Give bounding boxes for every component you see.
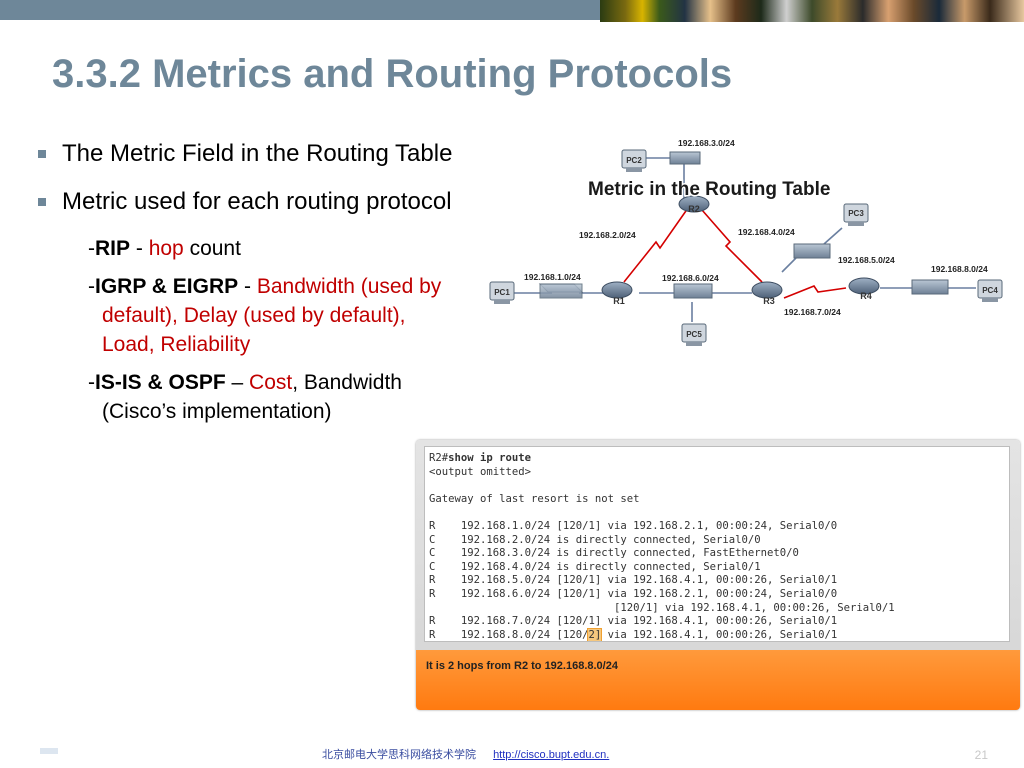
cli-line: <output omitted> — [429, 465, 532, 478]
bullet-text: Metric used for each routing protocol — [62, 188, 452, 215]
sub-item-igrp-eigrp: -IGRP & EIGRP - Bandwidth (used by defau… — [88, 275, 442, 356]
cli-output-panel: R2#show ip route <output omitted> Gatewa… — [416, 440, 1020, 710]
network-label: 192.168.6.0/24 — [662, 273, 719, 283]
route-line: R 192.168.8.0/24 [120/2] via 192.168.4.1… — [429, 627, 838, 641]
top-banner — [0, 0, 600, 20]
network-label: 192.168.8.0/24 — [931, 264, 988, 274]
r1-label: R1 — [613, 296, 625, 306]
cli-command: show ip route — [448, 452, 532, 464]
r2-label: R2 — [688, 204, 700, 214]
page-number: 21 — [974, 748, 988, 762]
switch-icon — [538, 283, 584, 299]
route-line: C 192.168.3.0/24 is directly connected, … — [429, 547, 799, 560]
sub-item-rip: -RIP - hop count — [88, 237, 241, 260]
bullet-list: The Metric Field in the Routing Table Me… — [38, 138, 458, 435]
route-line: R 192.168.1.0/24 [120/1] via 192.168.2.1… — [429, 519, 838, 532]
sub-item-isis-ospf: -IS-IS & OSPF – Cost, Bandwidth (Cisco’s… — [88, 371, 402, 423]
hop-count-highlight: 2] — [587, 627, 603, 641]
pc2-icon: PC2 — [621, 149, 647, 172]
cli-command-line: R2#show ip route — [429, 452, 532, 464]
switch-icon — [669, 151, 701, 165]
route-line: C 192.168.2.0/24 is directly connected, … — [429, 533, 761, 546]
pc5-icon: PC5 — [681, 323, 707, 346]
network-label: 192.168.7.0/24 — [784, 307, 841, 317]
protocol-name: IS-IS & OSPF — [95, 371, 226, 394]
slide-title: 3.3.2 Metrics and Routing Protocols — [52, 52, 733, 96]
r4-label: R4 — [860, 291, 872, 301]
network-topology-diagram: PC1 PC2 PC3 PC4 PC5 R1 R2 R3 R4 — [489, 138, 1003, 346]
network-label: 192.168.4.0/24 — [738, 227, 795, 237]
footer-logo — [40, 748, 58, 754]
router-r3-icon: R3 — [751, 281, 783, 306]
router-r1-icon: R1 — [601, 281, 633, 306]
router-r2-icon: R2 — [678, 195, 710, 214]
route-line: R 192.168.6.0/24 [120/1] via 192.168.2.1… — [429, 587, 838, 600]
switch-icon — [911, 279, 949, 295]
diagram-title: Metric in the Routing Table — [588, 179, 830, 200]
switch-icon — [673, 283, 713, 299]
protocol-name: RIP — [95, 237, 131, 260]
metric-name: hop — [148, 237, 184, 260]
footer-link[interactable]: http://cisco.bupt.edu.cn. — [493, 749, 610, 761]
pc1-label: PC1 — [494, 288, 510, 297]
pc3-label: PC3 — [848, 209, 864, 218]
cli-terminal: R2#show ip route <output omitted> Gatewa… — [424, 446, 1010, 642]
pc5-label: PC5 — [686, 330, 702, 339]
footer-school: 北京邮电大学思科网络技术学院 — [322, 749, 476, 761]
header-photo-strip — [600, 0, 1024, 22]
cli-caption: It is 2 hops from R2 to 192.168.8.0/24 — [426, 660, 618, 672]
footer: 北京邮电大学思科网络技术学院 http://cisco.bupt.edu.cn. — [322, 746, 609, 762]
pc2-label: PC2 — [626, 156, 642, 165]
metric-name: Bandwidth (used by default), Delay (used… — [102, 275, 442, 356]
switch-icon — [793, 243, 831, 259]
metric-name: Cost — [249, 371, 293, 394]
route-line: R 192.168.5.0/24 [120/1] via 192.168.4.1… — [429, 574, 838, 587]
protocol-name: IGRP & EIGRP — [95, 275, 239, 298]
bullet-item: Metric used for each routing protocol — [38, 186, 458, 218]
pc3-icon: PC3 — [843, 203, 869, 226]
route-line: R 192.168.7.0/24 [120/1] via 192.168.4.1… — [429, 615, 838, 628]
network-label: 192.168.1.0/24 — [524, 272, 581, 282]
pc4-icon: PC4 — [977, 279, 1003, 302]
network-label: 192.168.2.0/24 — [579, 230, 636, 240]
route-line: [120/1] via 192.168.4.1, 00:00:26, Seria… — [429, 601, 895, 614]
pc4-label: PC4 — [982, 286, 998, 295]
ethernet-links — [514, 157, 976, 322]
serial-links — [623, 207, 847, 299]
bullet-square-icon — [38, 150, 46, 158]
caption-bar: It is 2 hops from R2 to 192.168.8.0/24 — [416, 650, 1020, 710]
r3-label: R3 — [763, 296, 775, 306]
pc1-icon: PC1 — [489, 281, 515, 304]
network-label: 192.168.3.0/24 — [678, 138, 735, 148]
route-line: C 192.168.4.0/24 is directly connected, … — [429, 560, 761, 573]
bullet-square-icon — [38, 198, 46, 206]
router-r4-icon: R4 — [848, 277, 880, 301]
bullet-text: The Metric Field in the Routing Table — [62, 140, 453, 167]
network-label: 192.168.5.0/24 — [838, 255, 895, 265]
cli-line: Gateway of last resort is not set — [429, 492, 640, 505]
bullet-item: The Metric Field in the Routing Table — [38, 138, 458, 170]
